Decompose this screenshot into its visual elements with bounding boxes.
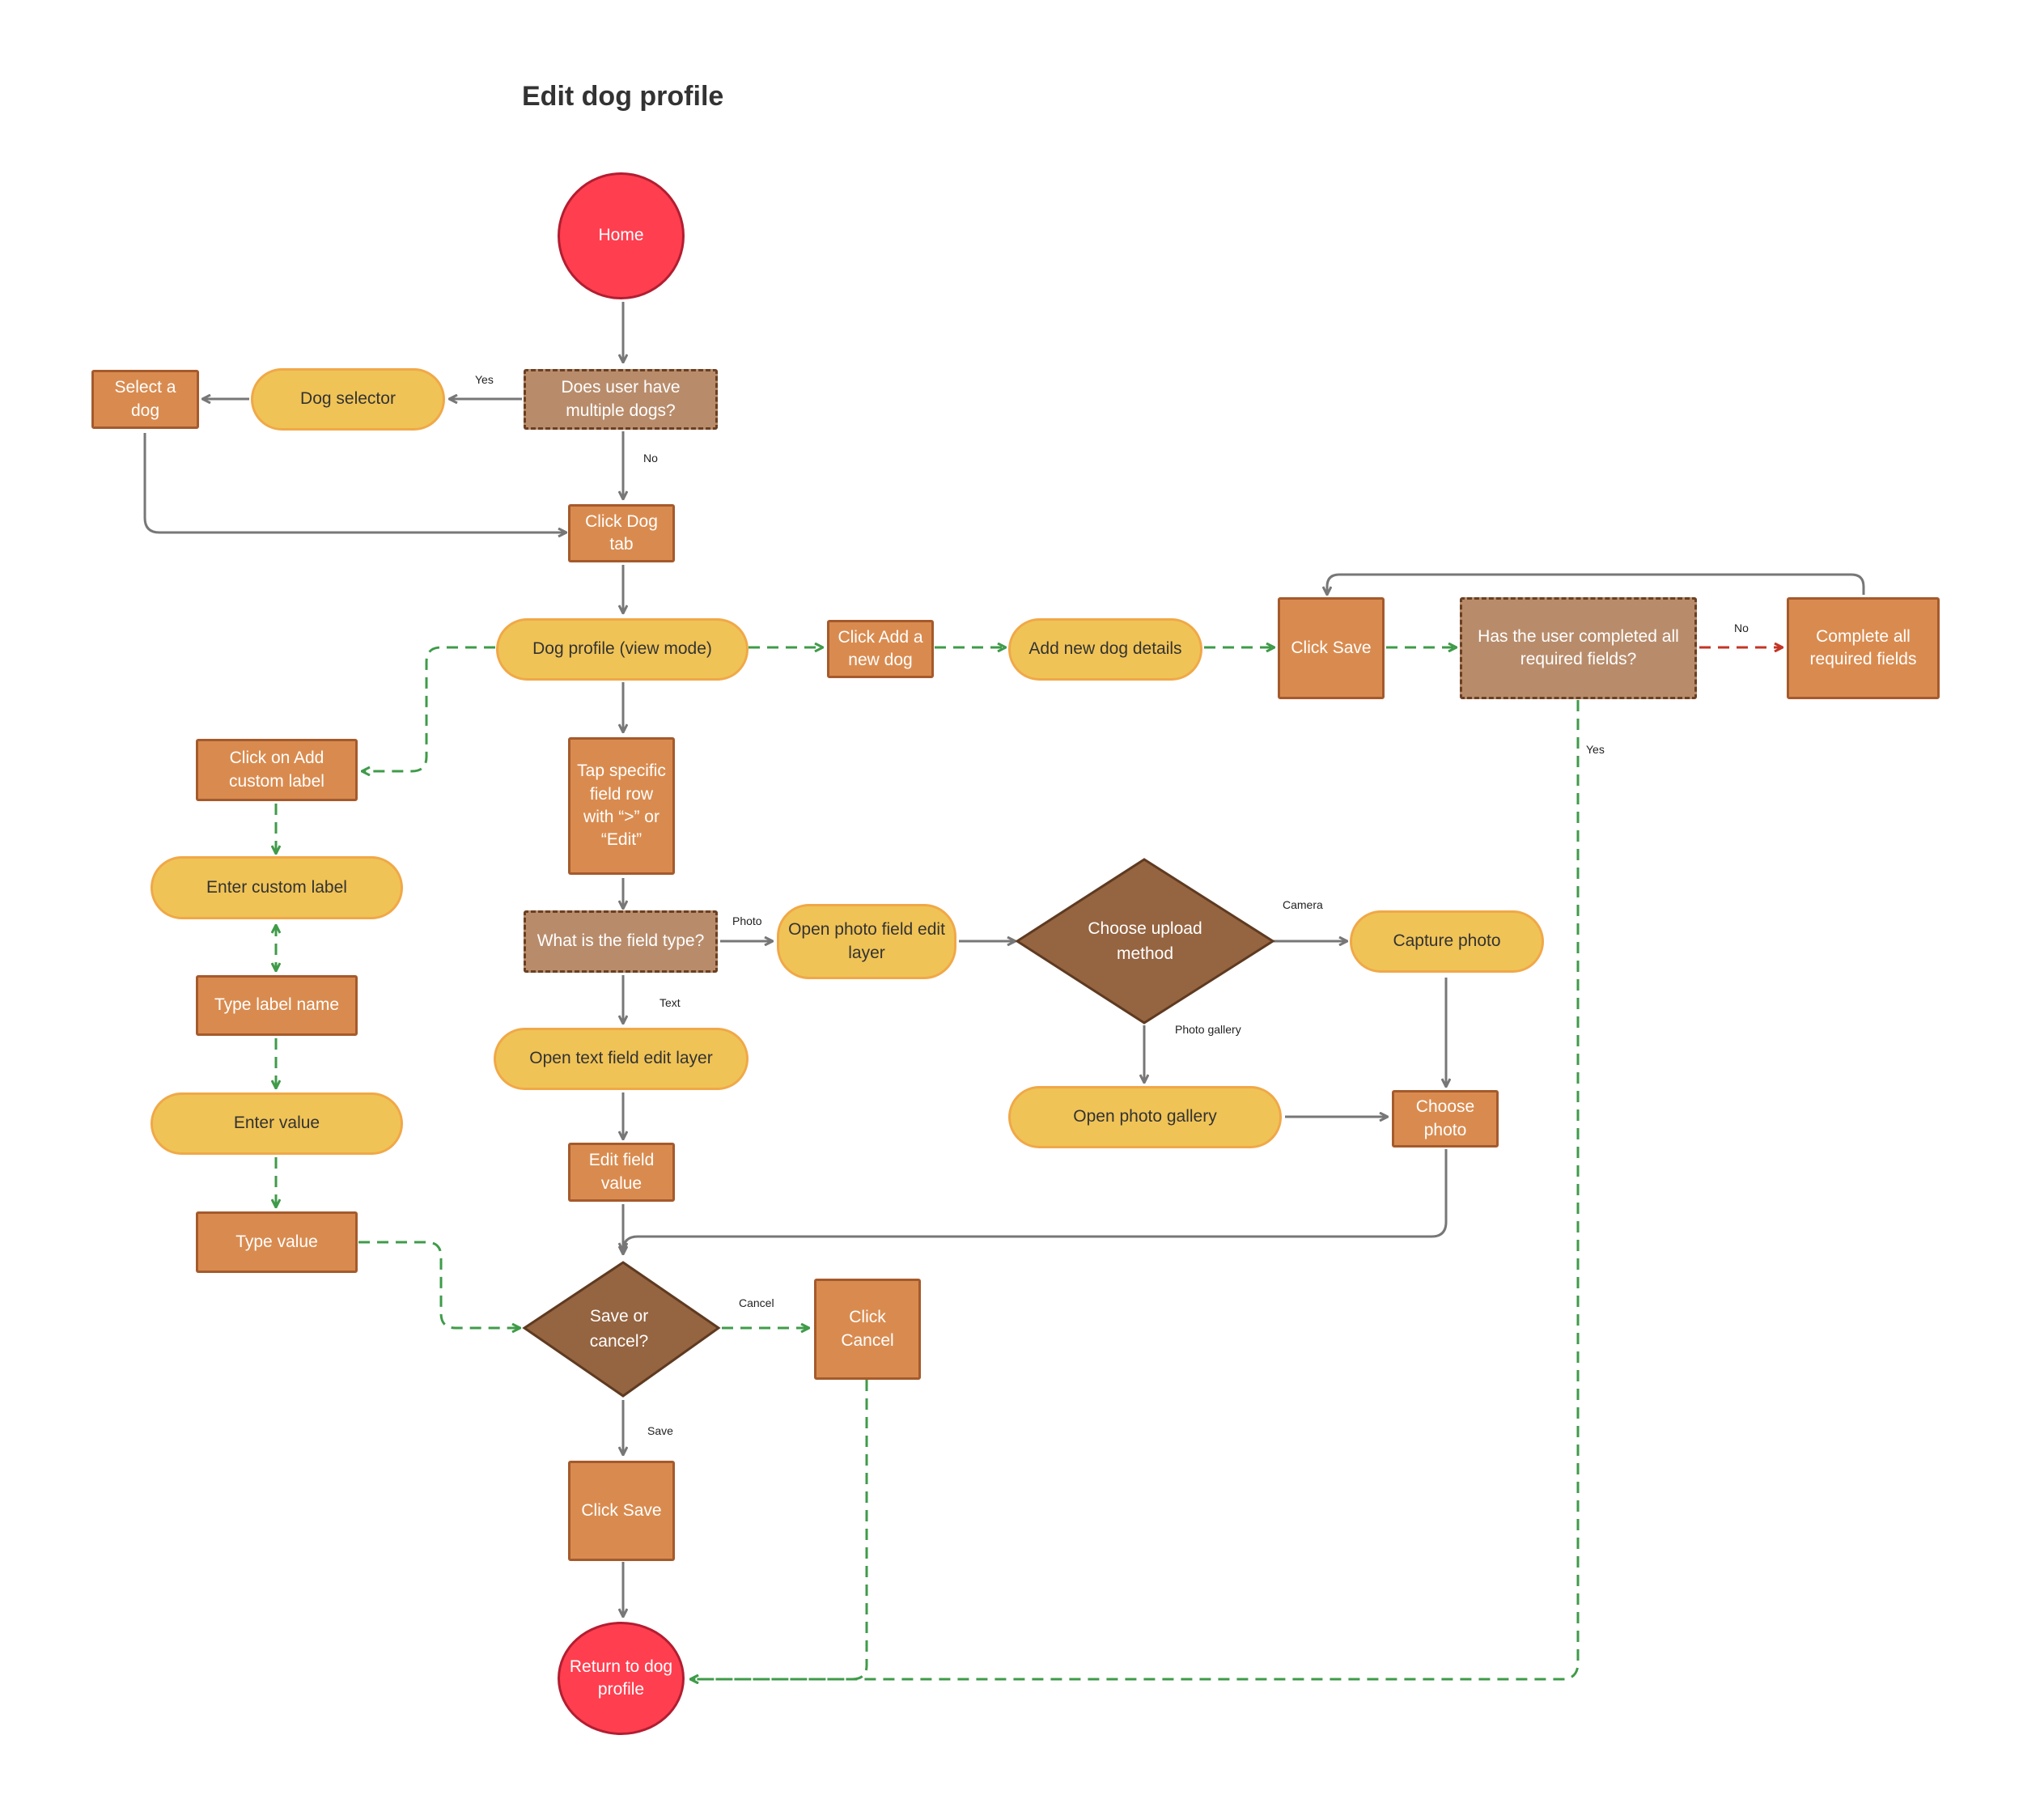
complete-all-required-node[interactable]: Complete all required fields (1787, 597, 1940, 699)
edge-label-no-multiple: No (643, 452, 658, 465)
edge-label-text: Text (659, 996, 681, 1009)
enter-custom-label-node[interactable]: Enter custom label (151, 856, 403, 919)
home-node[interactable]: Home (558, 172, 685, 299)
field-type-decision[interactable]: What is the field type? (524, 910, 718, 973)
edit-field-value-node[interactable]: Edit field value (568, 1143, 675, 1202)
open-photo-field-node[interactable]: Open photo field edit layer (777, 904, 956, 979)
edge-label-yes-required: Yes (1586, 743, 1605, 756)
edge-label-camera: Camera (1283, 898, 1323, 911)
edge-label-yes-multiple: Yes (475, 373, 494, 386)
choose-photo-node[interactable]: Choose photo (1392, 1090, 1499, 1148)
click-dog-tab-node[interactable]: Click Dog tab (568, 504, 675, 562)
dog-profile-view-node[interactable]: Dog profile (view mode) (496, 618, 749, 681)
edge-click-cancel-to-return (690, 1380, 868, 1679)
edge-profile-to-custom-label (362, 646, 495, 771)
choose-upload-diamond-shape (1015, 858, 1275, 1025)
edge-select-dog-to-dog-tab (143, 433, 566, 532)
edge-label-photo-gallery: Photo gallery (1175, 1023, 1241, 1036)
click-save-bottom-node[interactable]: Click Save (568, 1461, 675, 1561)
type-value-node[interactable]: Type value (196, 1211, 358, 1273)
click-add-new-dog-node[interactable]: Click Add a new dog (827, 620, 934, 678)
edge-complete-fields-loop (1327, 573, 1865, 595)
add-new-dog-details-node[interactable]: Add new dog details (1008, 618, 1202, 681)
click-save-top-node[interactable]: Click Save (1278, 597, 1385, 699)
return-to-profile-node[interactable]: Return to dog profile (558, 1622, 685, 1735)
save-or-cancel-label[interactable]: Save or cancel? (589, 1306, 649, 1351)
tap-field-row-node[interactable]: Tap specific field row with “>” or “Edit… (568, 737, 675, 875)
open-photo-gallery-node[interactable]: Open photo gallery (1008, 1086, 1282, 1148)
edge-choose-photo-to-save-cancel (623, 1149, 1448, 1251)
save-or-cancel-diamond-shape (522, 1261, 721, 1398)
edge-label-no-required: No (1734, 622, 1749, 634)
edge-label-photo: Photo (732, 914, 762, 927)
edge-completed-yes-to-return (690, 700, 1580, 1679)
edge-label-save: Save (647, 1424, 673, 1437)
type-label-name-node[interactable]: Type label name (196, 975, 358, 1036)
capture-photo-node[interactable]: Capture photo (1350, 910, 1544, 973)
select-a-dog-node[interactable]: Select a dog (91, 370, 199, 429)
page-title: Edit dog profile (522, 81, 724, 112)
enter-value-node[interactable]: Enter value (151, 1092, 403, 1155)
multiple-dogs-decision[interactable]: Does user have multiple dogs? (524, 369, 718, 430)
choose-upload-method-label[interactable]: Choose upload method (1088, 918, 1202, 964)
dog-selector-node[interactable]: Dog selector (251, 368, 445, 431)
click-add-custom-label-node[interactable]: Click on Add custom label (196, 739, 358, 801)
edge-label-cancel: Cancel (739, 1296, 774, 1309)
completed-required-decision[interactable]: Has the user completed all required fiel… (1460, 597, 1697, 699)
edge-type-value-to-save-cancel (358, 1241, 520, 1328)
open-text-field-node[interactable]: Open text field edit layer (494, 1028, 749, 1090)
click-cancel-node[interactable]: Click Cancel (814, 1279, 921, 1380)
